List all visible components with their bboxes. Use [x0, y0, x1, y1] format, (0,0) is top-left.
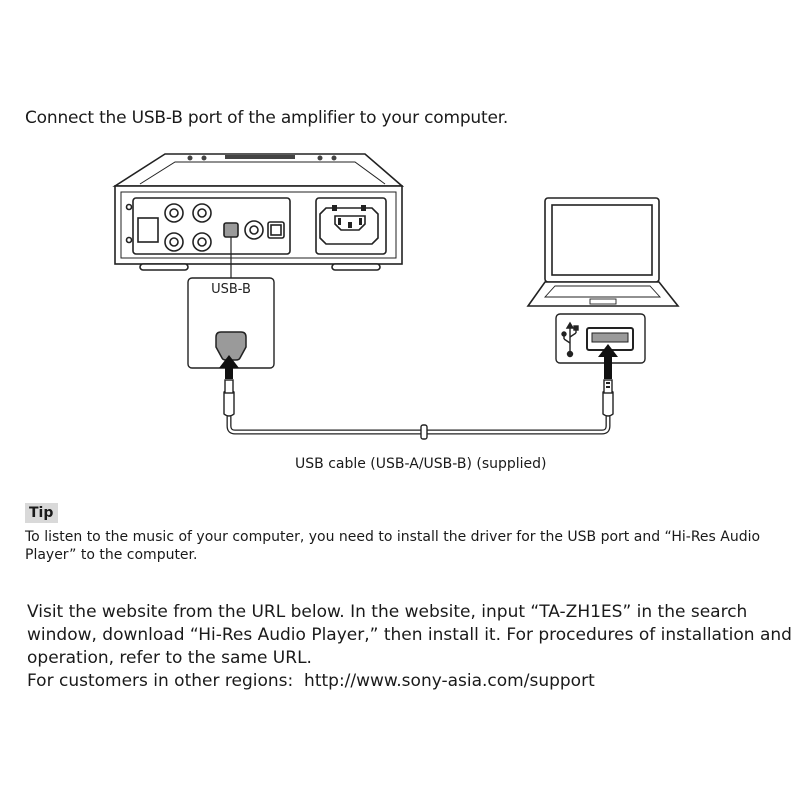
- connection-diagram: USB-B: [112, 153, 680, 440]
- usb-a-callout: [555, 313, 646, 364]
- usb-b-callout: USB-B: [187, 237, 275, 369]
- laptop: [526, 197, 680, 307]
- cable-label: USB cable (USB-A/USB-B) (supplied): [295, 456, 547, 472]
- arrow-up-icon: [219, 355, 239, 379]
- regions-line: For customers in other regions: http://w…: [27, 670, 797, 693]
- visit-line: operation, refer to the same URL.: [27, 648, 312, 668]
- arrow-up-icon: [598, 344, 618, 379]
- usb-symbol-icon: [561, 321, 579, 358]
- visit-section: Visit the website from the URL below. In…: [27, 601, 797, 693]
- usb-b-port-icon: [215, 331, 247, 361]
- support-url-link[interactable]: http://www.sony-asia.com/support: [304, 671, 595, 691]
- usb-cable: [223, 379, 614, 440]
- tip-text: To listen to the music of your computer,…: [25, 529, 761, 563]
- tip-badge: Tip: [25, 503, 59, 523]
- visit-line: Visit the website from the URL below. In…: [27, 602, 748, 622]
- usb-b-label: USB-B: [211, 282, 251, 297]
- amplifier: [112, 153, 405, 271]
- regions-label: For customers in other regions:: [27, 671, 294, 691]
- visit-line: window, download “Hi-Res Audio Player,” …: [27, 625, 792, 645]
- instruction-text: Connect the USB-B port of the amplifier …: [25, 108, 509, 128]
